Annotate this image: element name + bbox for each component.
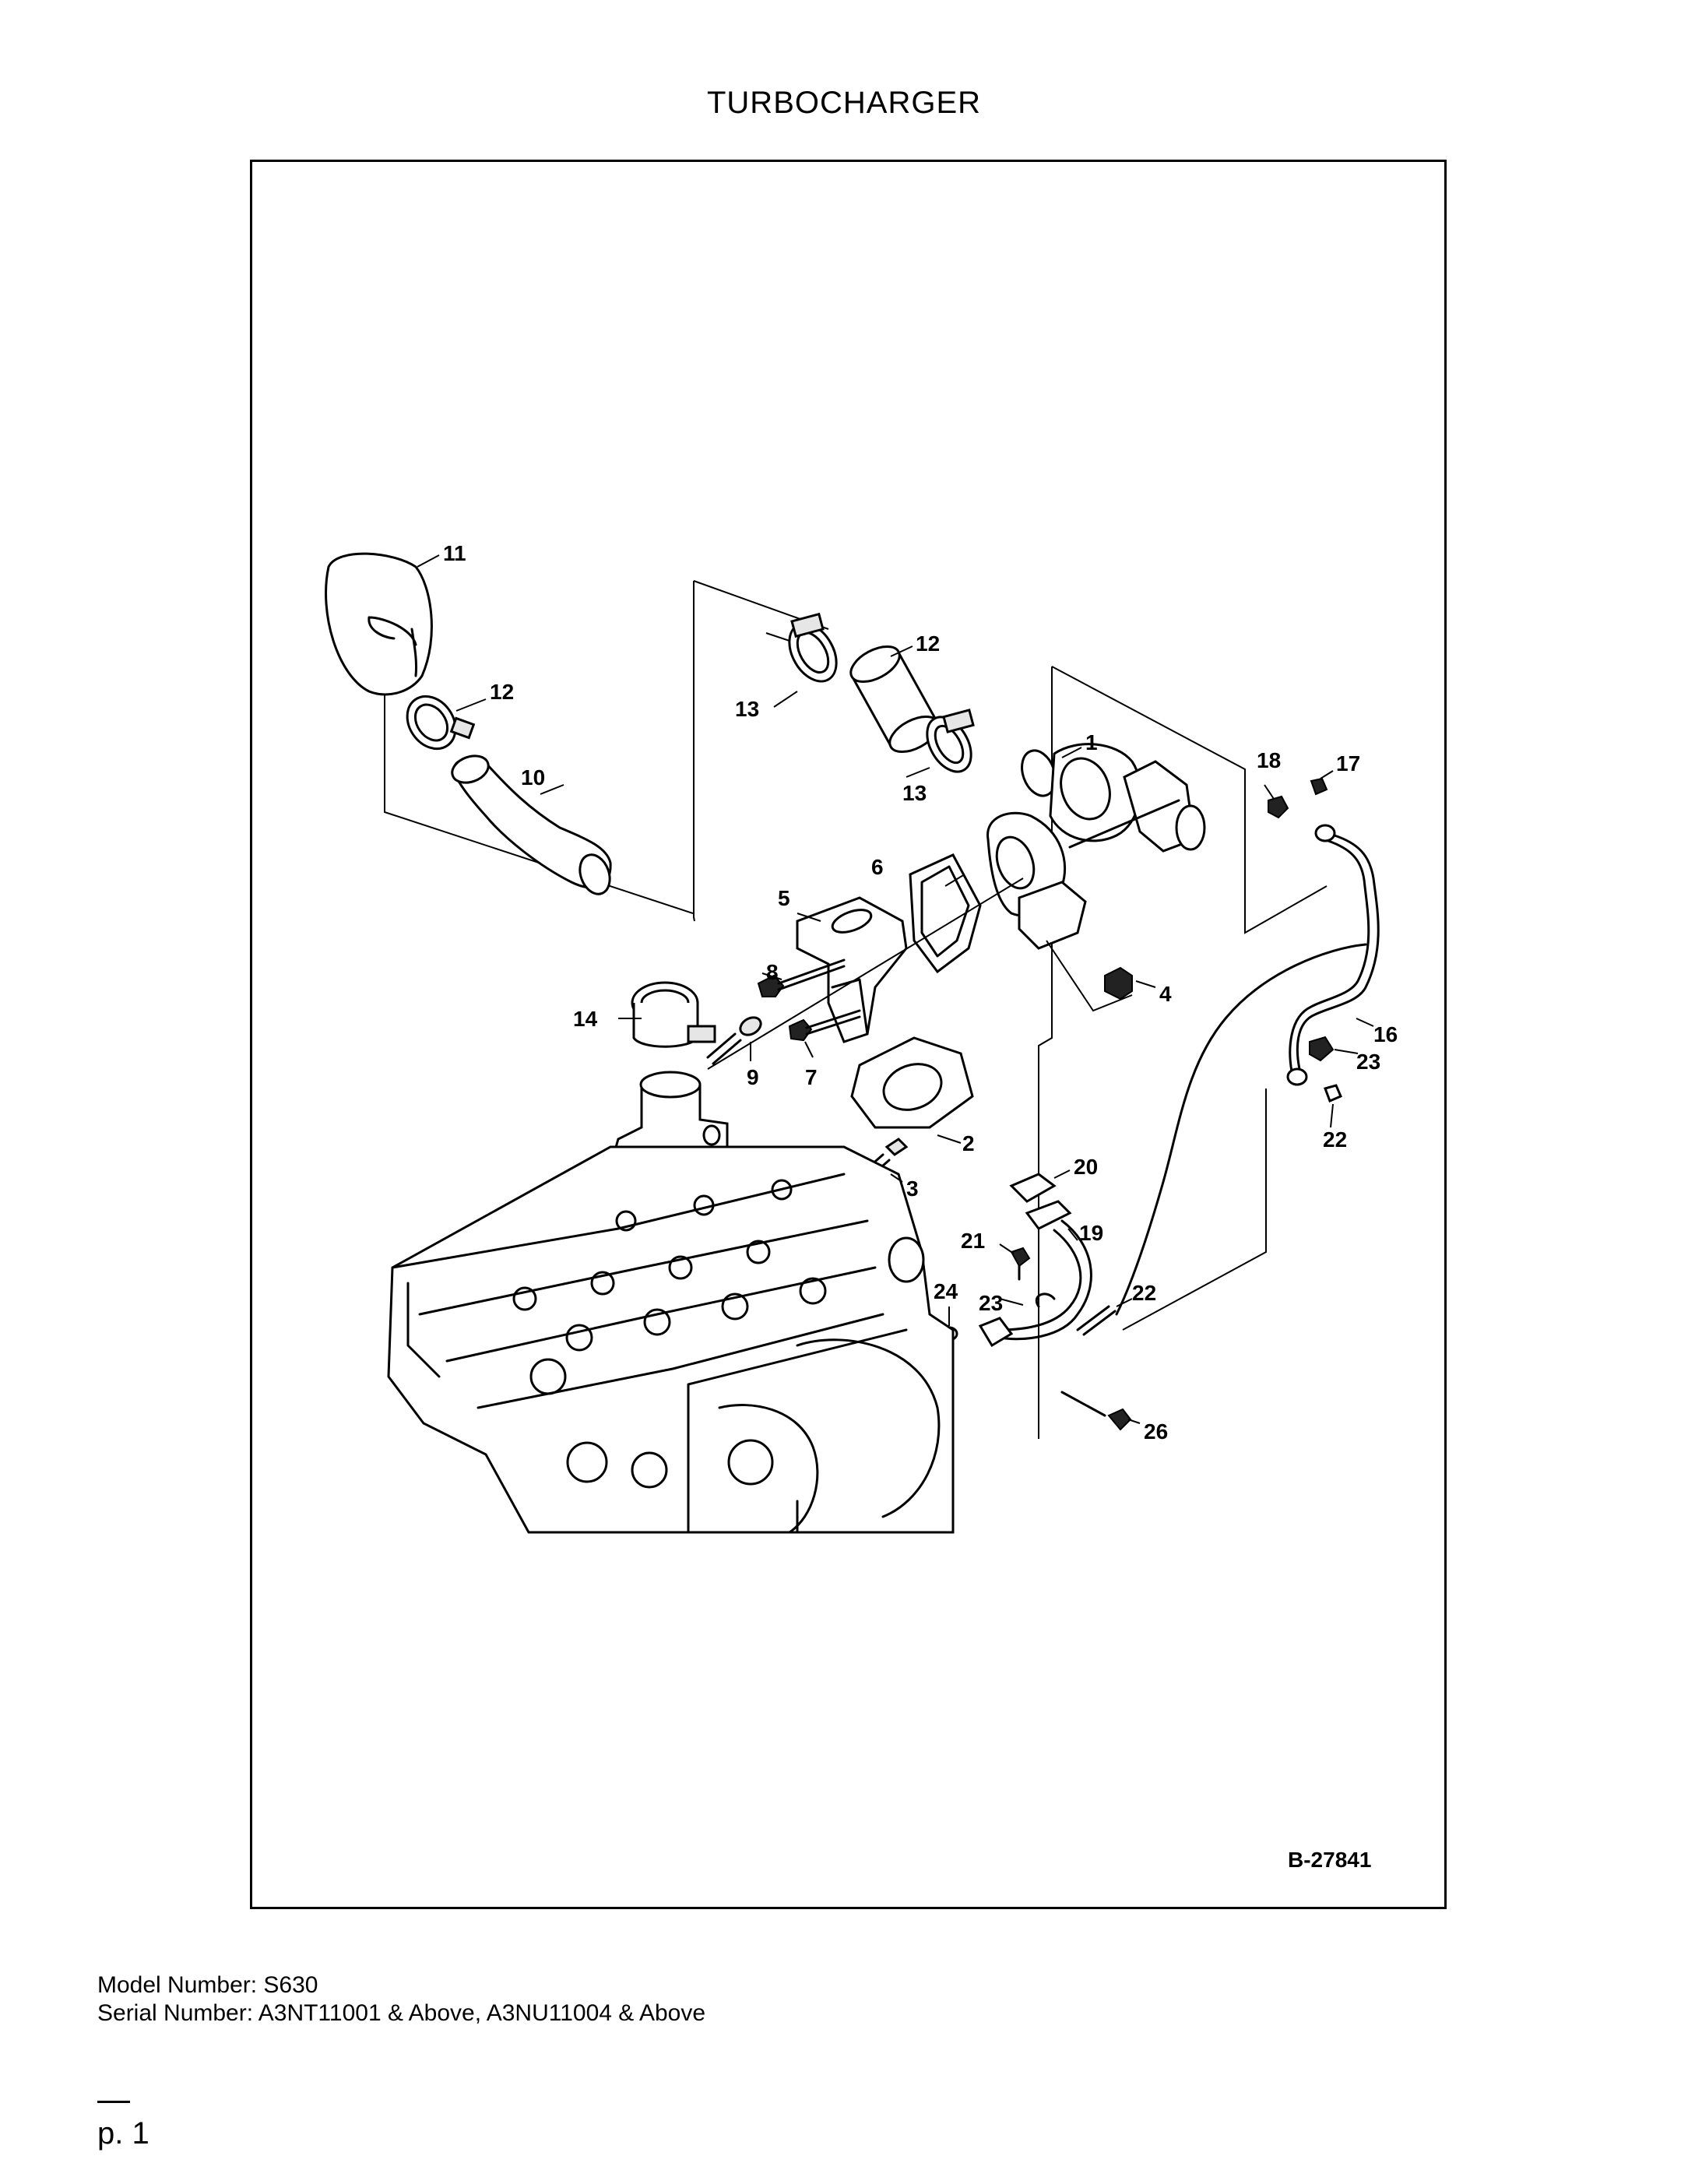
part-15-oil-feed-tube [1115, 824, 1380, 1316]
callout-5: 5 [778, 886, 790, 910]
part-19-gasket [1009, 1173, 1057, 1203]
part-5-bracket [796, 896, 908, 1043]
callout-17: 18 [1257, 748, 1281, 772]
page-number: p. 1 [97, 2116, 149, 2151]
part-26-bolt [1060, 1391, 1132, 1431]
part-12-hose-coupling [849, 645, 940, 754]
callout-labels: 11 12 10 13 12 13 1 18 17 6 5 4 8 16 14 … [443, 541, 1398, 1444]
turbocharger-exploded-view: 11 12 10 13 12 13 1 18 17 6 5 4 8 16 14 … [325, 541, 1398, 1872]
model-number: Model Number: S630 [97, 1972, 318, 1998]
group-line-right [1051, 666, 1328, 934]
callout-12: 12 [916, 631, 940, 656]
callout-16: 17 [1336, 751, 1360, 775]
part-21-bolt [1076, 1305, 1117, 1336]
callout-4: 4 [1159, 982, 1172, 1006]
callout-3: 3 [906, 1176, 919, 1201]
callout-6: 6 [871, 855, 884, 879]
callout-26: 26 [1144, 1419, 1168, 1444]
part-14-hose-clamp [631, 981, 716, 1048]
callout-2: 2 [962, 1131, 975, 1155]
callout-13-b: 13 [735, 697, 759, 721]
callout-9: 9 [747, 1065, 759, 1089]
part-20-bolt [1010, 1247, 1031, 1281]
part-1-turbocharger [986, 743, 1206, 950]
serial-number: Serial Number: A3NT11001 & Above, A3NU11… [97, 2000, 706, 2026]
callout-22: 23 [979, 1291, 1003, 1315]
diagram-ref-code: B-27841 [1288, 1848, 1371, 1872]
page-title: TURBOCHARGER [706, 86, 982, 120]
part-22-clip [1036, 1292, 1056, 1308]
part-25-fitting [1309, 1036, 1335, 1062]
part-6-gasket [909, 853, 982, 974]
part-13-hose-clamp-a [406, 695, 476, 751]
callout-7: 7 [805, 1065, 818, 1089]
callout-18: 19 [1079, 1221, 1103, 1245]
callout-13-a: 12 [490, 680, 514, 704]
callout-14: 14 [573, 1007, 598, 1031]
callout-23: 24 [934, 1279, 958, 1303]
part-24-bolt [1324, 1084, 1342, 1103]
diagram-frame: 11 12 10 13 12 13 1 18 17 6 5 4 8 16 14 … [250, 160, 1447, 1909]
callout-10: 10 [521, 765, 545, 790]
part-2-gasket [850, 1036, 974, 1129]
callout-20: 21 [961, 1229, 985, 1253]
callout-15: 16 [1373, 1022, 1398, 1046]
callout-13-c: 13 [902, 781, 927, 805]
engine-block [387, 1145, 955, 1534]
callout-1: 1 [1085, 730, 1098, 754]
part-4-nut [1104, 966, 1133, 1001]
part-9-stud [706, 1016, 762, 1065]
part-13-hose-clamp-b [788, 612, 838, 683]
part-11-air-cleaner [325, 552, 433, 696]
part-16-bolt [1310, 777, 1328, 796]
callout-8: 8 [766, 960, 779, 984]
leader-lines [417, 554, 1374, 1424]
group-line-lower [1122, 1088, 1267, 1331]
part-7-bolt [788, 1009, 861, 1042]
callout-21: 22 [1132, 1281, 1156, 1305]
group-line-pipe [693, 581, 695, 922]
part-17-fitting [1268, 795, 1289, 819]
callout-25: 23 [1356, 1050, 1380, 1074]
callout-11: 11 [443, 541, 466, 565]
part-13-hose-clamp-c [926, 709, 975, 773]
part-18-oil-return-tube [978, 1200, 1092, 1348]
callout-19: 20 [1074, 1155, 1098, 1179]
page-rule [97, 2101, 130, 2103]
part-10-air-hose [451, 754, 612, 895]
callout-24: 22 [1323, 1127, 1347, 1152]
